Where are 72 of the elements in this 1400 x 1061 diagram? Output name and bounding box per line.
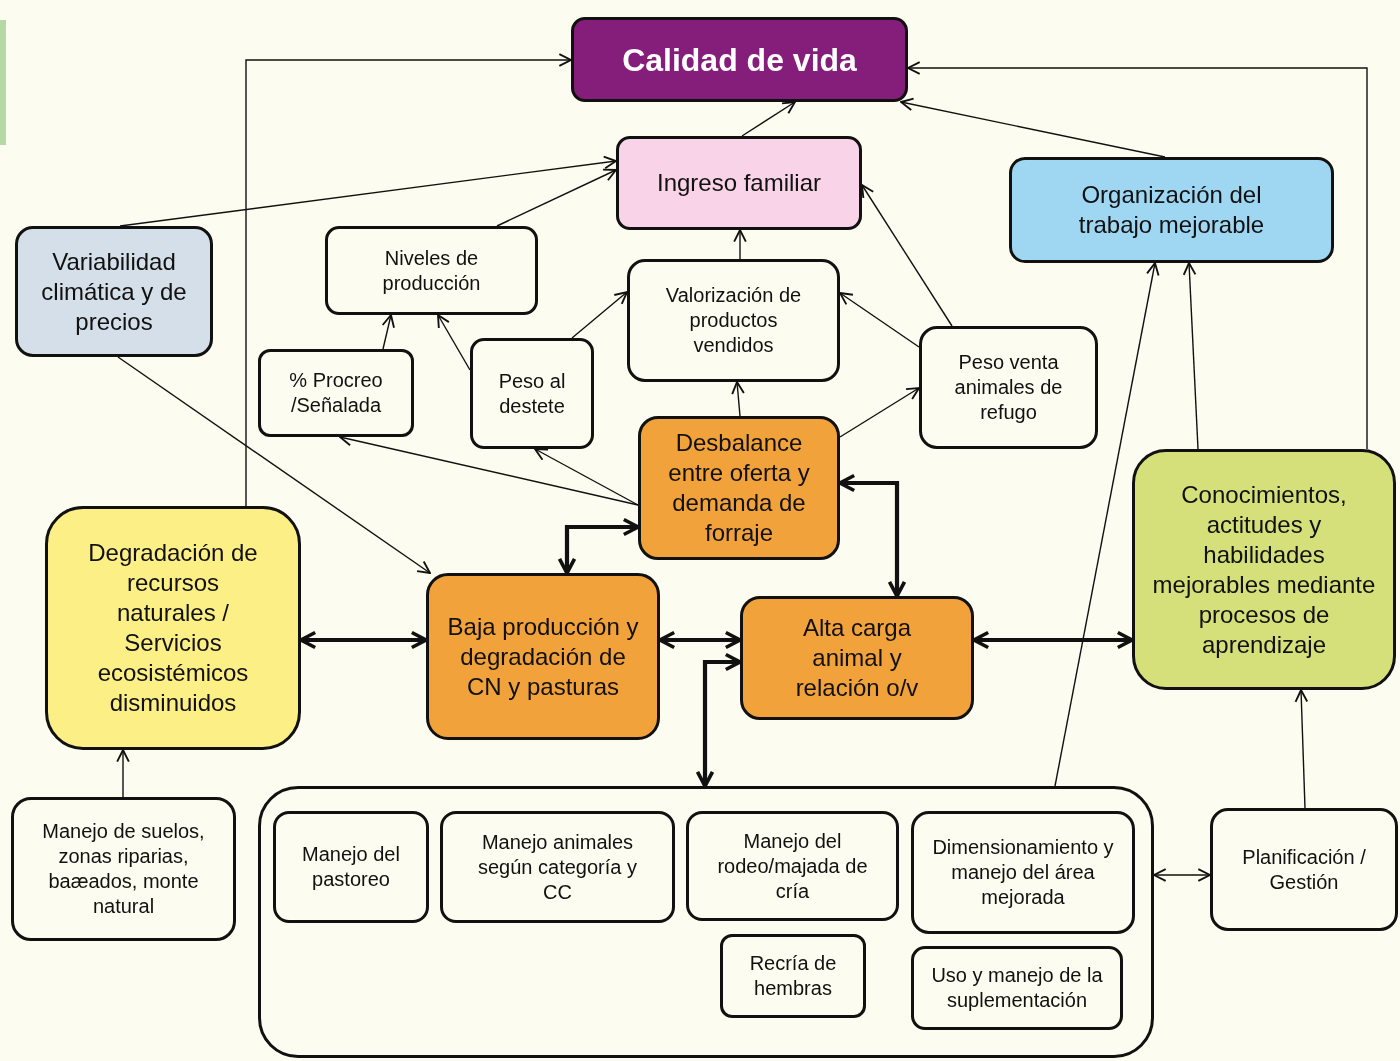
arrow (1182, 262, 1199, 450)
concept-box (11, 797, 236, 941)
arrow (534, 448, 639, 506)
arrow (1294, 689, 1309, 809)
node-label: Conocimientos, actitudes y habilidades mejorables mediante procesos de aprendizaje (1151, 479, 1377, 660)
node-label: Manejo del rodeo/majada de cría (716, 828, 869, 904)
arrow (733, 229, 747, 260)
arrow (496, 168, 617, 227)
node-label: Peso venta animales de refugo (953, 350, 1064, 425)
arrow (741, 101, 796, 137)
node-label: Manejo de suelos, zonas riparias, baæados, monte natural (41, 819, 206, 919)
concept-box (627, 259, 840, 382)
concept-box (1132, 449, 1396, 690)
arrow (838, 473, 907, 598)
node-label: Valorización de productos vendidos (664, 283, 803, 358)
arrow (245, 53, 572, 507)
concept-box (1210, 808, 1398, 931)
node-label: Manejo animales según categoría y CC (477, 829, 638, 905)
concept-box (470, 338, 594, 449)
concept-box (273, 811, 429, 923)
concept-box (440, 811, 675, 923)
arrow (658, 630, 742, 650)
concept-box (15, 226, 213, 357)
concept-box (45, 506, 301, 750)
concept-box (638, 416, 840, 560)
node-label: Recría de hembras (748, 951, 838, 1001)
arrow (839, 292, 920, 348)
arrow (731, 381, 745, 417)
concept-box (911, 811, 1135, 934)
node-label: Ingreso familiar (655, 168, 823, 198)
arrow (437, 314, 471, 371)
node-label: Planificación / Gestión (1241, 844, 1367, 895)
node-label: Dimensionamiento y manejo del área mejorada (931, 835, 1115, 910)
concept-box (686, 811, 899, 921)
arrow (972, 630, 1134, 650)
arrow (557, 517, 640, 575)
node-label: Peso al destete (497, 368, 567, 419)
node-label: % Procreo /Señalada (288, 368, 384, 418)
node-label: Desbalance entre oferta y demanda de forraje (667, 428, 811, 548)
node-label: Variabilidad climática y de precios (40, 246, 188, 337)
concept-box (911, 946, 1123, 1030)
node-label: Baja producción y degradación de CN y pasturas (446, 611, 640, 702)
concept-box (325, 226, 538, 315)
concept-box (919, 326, 1098, 449)
node-label: Degradación de recursos naturales / Servicios ecosistémicos disminuidos (87, 538, 259, 718)
arrow (299, 630, 428, 650)
arrow (695, 652, 742, 788)
group-box (258, 786, 1154, 1058)
title-label: Calidad de vida (621, 40, 858, 80)
arrow (861, 184, 953, 327)
node-label: Organización del trabajo mejorable (1077, 180, 1266, 240)
arrow (1054, 262, 1160, 787)
arrow (900, 97, 1166, 158)
concept-box (740, 596, 974, 720)
arrow (1153, 868, 1211, 882)
arrow (381, 314, 395, 350)
arrow (571, 291, 628, 339)
arrow (119, 155, 617, 227)
concept-box (426, 573, 660, 740)
arrow (117, 356, 431, 574)
concept-box (720, 934, 866, 1018)
concept-box (616, 136, 862, 230)
node-label: Niveles de producción (381, 245, 482, 296)
concept-box (571, 17, 908, 102)
node-label: Manejo del pastoreo (301, 842, 401, 892)
concept-box (1009, 157, 1334, 263)
arrow (839, 387, 920, 438)
concept-box (258, 349, 414, 437)
node-label: Alta carga animal y relación o/v (794, 613, 920, 703)
node-label: Uso y manejo de la suplementación (930, 963, 1104, 1013)
arrow (116, 749, 130, 798)
arrow (907, 61, 1368, 450)
